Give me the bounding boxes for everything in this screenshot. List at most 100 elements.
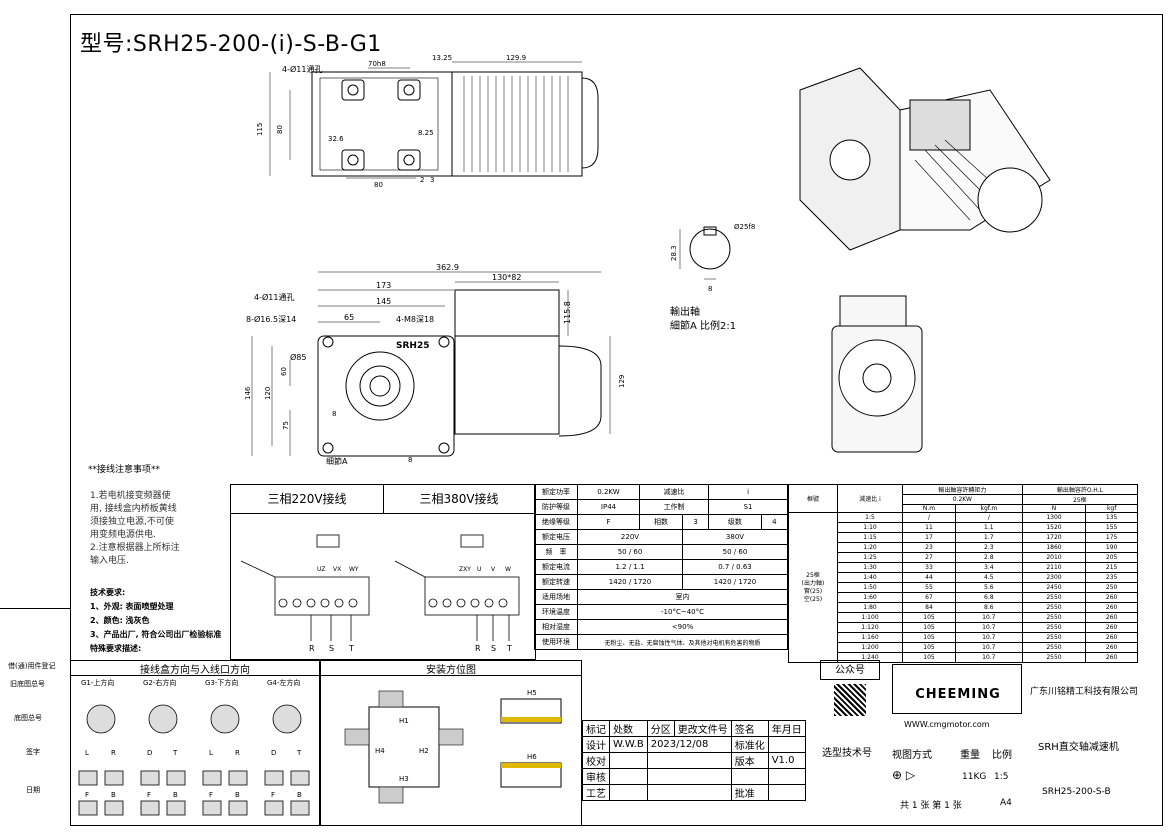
ratio-cell: 135 (1085, 512, 1138, 523)
product-code: SRH25-200-S-B (1042, 787, 1111, 797)
detail-caption-scale: 細節A 比例2:1 (670, 321, 737, 332)
note-line: 2.注意根据器上所标注 (90, 543, 180, 553)
ratio-cell: 1:120 (837, 622, 903, 633)
ratio-cell: 1:240 (837, 652, 903, 663)
ratio-cell: 2550 (1021, 622, 1087, 633)
svg-text:H5: H5 (527, 689, 537, 697)
ratio-cell: 10.7 (954, 612, 1023, 623)
left-margin: 借(通)用件登记 旧底图总号 底图总号 签字 日期 (0, 608, 70, 827)
scale-value: 1:5 (994, 772, 1009, 782)
wire-dir-g2: G2-右方向 (143, 679, 177, 687)
ratio-cell: 84 (902, 602, 956, 613)
svg-text:B: B (173, 791, 178, 799)
front-dim-120: 120 (264, 387, 272, 400)
wire-dir-g1: G1-上方向 (81, 679, 115, 687)
svg-text:F: F (209, 791, 213, 799)
weight-value: 11KG (962, 772, 987, 782)
view-label: 视图方式 (892, 750, 932, 761)
company-url: WWW.cmgmotor.com (904, 720, 990, 729)
tech-line: 2、颜色: 浅灰色 (90, 616, 150, 625)
note-line: 1.若电机接变频器使 (90, 491, 171, 501)
front-dim-145: 145 (376, 297, 391, 306)
ratio-cell: 33 (902, 562, 956, 573)
top-dim-80h: 80 (374, 181, 383, 189)
page-title: 型号:SRH25-200-(i)-S-B-G1 (80, 32, 382, 57)
tech-block: 技术要求: 1、外观: 表面喷塑处理 2、颜色: 浅灰色 3、产品出厂, 符合公… (90, 586, 221, 656)
wire-dir-title: 接线盒方向与入线口方向 (71, 661, 319, 676)
ratio-cell: 27 (902, 552, 956, 563)
front-dim-65: 65 (344, 313, 354, 322)
svg-text:R: R (111, 749, 116, 757)
ratio-cell: 2450 (1021, 582, 1087, 593)
ratio-cell: 235 (1085, 572, 1138, 583)
margin-label: 旧底图总号 (10, 680, 45, 688)
ratio-cell: 105 (902, 652, 956, 663)
ratio-cell: 2300 (1021, 572, 1087, 583)
ratio-cell: / (902, 512, 956, 523)
ratio-cell: 2550 (1021, 612, 1087, 623)
svg-text:F: F (271, 791, 275, 799)
wr-zxy: ZXY (459, 566, 471, 573)
sheet-info: 共 1 张 第 1 张 (900, 801, 962, 811)
wiring-diagrams: UZ VX WY R S T ZXY U V W R S T (240, 534, 520, 653)
ratio-cell: 1:80 (837, 602, 903, 613)
front-dim-173: 173 (376, 281, 391, 290)
ratio-cell: 1:200 (837, 642, 903, 653)
front-view-drawing: 362.9 173 145 65 130*82 115.8 4-Ø11通孔 8-… (244, 263, 626, 466)
select-label: 选型技术号 (822, 748, 872, 759)
company-name: 广东川铭精工科技有限公司 (1030, 687, 1139, 697)
wl-uz: UZ (317, 566, 325, 573)
svg-text:D: D (147, 749, 152, 757)
notes-block: 1.若电机接变频器使 用, 接线盒内桥板黄线 须接独立电源,不可使 用变频电源供… (90, 490, 180, 568)
top-dim-3: 3 (430, 176, 434, 184)
svg-text:H2: H2 (419, 747, 429, 755)
ratio-cell: 1.1 (954, 522, 1023, 533)
ratio-cell: 260 (1085, 632, 1138, 643)
ratio-cell: 2.3 (954, 542, 1023, 553)
ratio-cell: 8.6 (954, 602, 1023, 613)
ratio-cell: 205 (1085, 552, 1138, 563)
detail-caption-shaft: 輸出軸 (670, 307, 700, 318)
ratio-model-cell: 25框(出力軸)實(25)空(25) (788, 512, 838, 663)
wiring-title-380: 三相380V接线 (383, 485, 535, 514)
svg-text:B: B (111, 791, 116, 799)
ratio-cell: 2110 (1021, 562, 1087, 573)
wiring-title-220: 三相220V接线 (231, 485, 384, 514)
detail-dim-8: 8 (708, 285, 712, 293)
front-dim-85: Ø85 (290, 352, 306, 362)
isometric-view (799, 67, 1051, 251)
install-diagram: H1 H2 H3 H4 H5 H6 (344, 689, 562, 804)
ratio-cell: 1:160 (837, 632, 903, 643)
ratio-cell: 260 (1085, 642, 1138, 653)
wr-w: W (505, 566, 511, 573)
side-view (831, 295, 923, 453)
logo-box: CHEEMING (892, 664, 1022, 714)
front-dim-8b: 8 (408, 456, 412, 464)
ratio-cell: 105 (902, 632, 956, 643)
ratio-cell: 1300 (1021, 512, 1087, 523)
ratio-cell: 155 (1085, 522, 1138, 533)
top-dim-825: 8.25 (418, 129, 434, 137)
tech-line: 特殊要求描述: (90, 644, 142, 653)
svg-text:F: F (147, 791, 151, 799)
margin-label: 底图总号 (14, 714, 42, 722)
top-dim-holes: 4-Ø11通孔 (282, 64, 322, 74)
ratio-cell: 55 (902, 582, 956, 593)
scale-label: 比例 (992, 750, 1012, 761)
projection-icon: ⊕ ▷ (892, 768, 916, 782)
ratio-cell: 6.8 (954, 592, 1023, 603)
wr-u: U (477, 566, 481, 573)
top-dim-115: 115 (256, 123, 264, 136)
